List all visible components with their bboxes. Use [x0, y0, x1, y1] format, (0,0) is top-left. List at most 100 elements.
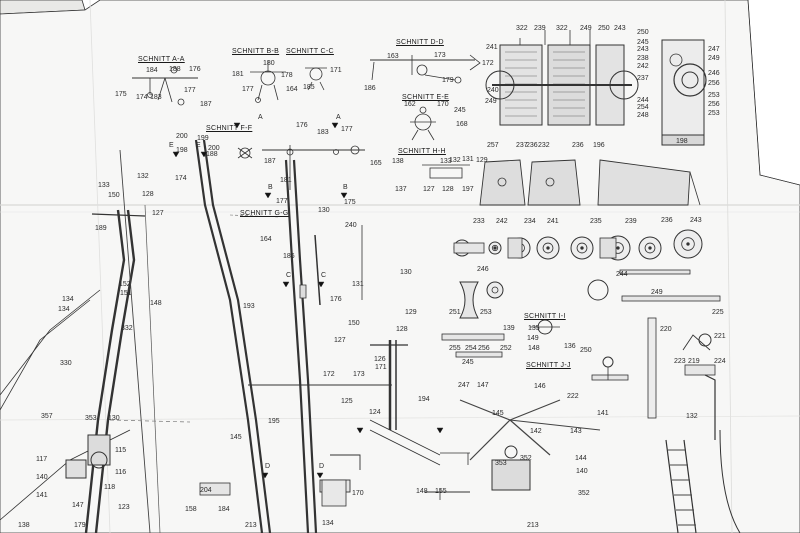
rod — [455, 351, 503, 358]
section-marker-letter: D — [319, 463, 325, 470]
part-number-label: 126 — [374, 356, 386, 363]
drawing-line — [164, 77, 173, 103]
part-number-label: 249 — [580, 25, 592, 32]
part-number-label: 130 — [318, 207, 330, 214]
part-number-label: 253 — [708, 92, 720, 99]
part-number-label: 233 — [473, 218, 485, 225]
mast-mizzen — [284, 159, 310, 533]
part-number-label: 184 — [146, 67, 158, 74]
part-number-label: 171 — [375, 364, 387, 371]
part-number-label: 175 — [115, 91, 127, 98]
section-label-ee: SCHNITT E-E — [402, 94, 450, 101]
part-number-label: 134 — [58, 306, 70, 313]
part-number-label: 174 — [136, 94, 148, 101]
mast-fore — [202, 139, 272, 533]
part-number-label: 219 — [688, 358, 700, 365]
part-number-label: 183 — [317, 129, 329, 136]
part-number-label: 257 — [487, 142, 499, 149]
section-label-gg: SCHNITT G-G — [240, 210, 289, 217]
part-number-label: 197 — [462, 186, 474, 193]
part-number-label: 193 — [243, 303, 255, 310]
part-number-label: 241 — [486, 44, 498, 51]
part-number-label: 247 — [458, 382, 470, 389]
part-number-label: 144 — [575, 455, 587, 462]
part-number-label: 204 — [200, 487, 212, 494]
drawing-line — [237, 147, 253, 159]
spoke — [459, 399, 511, 421]
part-number-label: 222 — [567, 393, 579, 400]
section-label-ii: SCHNITT I-I — [524, 313, 566, 320]
part-number-label: 246 — [477, 266, 489, 273]
part-number-label: 132 — [137, 173, 149, 180]
fitting — [299, 284, 307, 299]
part-number-label: 139 — [503, 325, 515, 332]
part-number-label: 187 — [200, 101, 212, 108]
part-number-label: 236 — [572, 142, 584, 149]
part-number-label: 181 — [280, 177, 292, 184]
part-number-label: 129 — [405, 309, 417, 316]
part-number-label: 186 — [364, 85, 376, 92]
part-number-label: 135 — [528, 325, 540, 332]
mast-fore — [194, 139, 264, 533]
drawing-circle — [644, 242, 656, 254]
drawing-line — [411, 129, 419, 141]
part-number-label: 253 — [708, 110, 720, 117]
drawing-circle — [416, 64, 428, 76]
part-number-label: 194 — [418, 396, 430, 403]
drawing-circle — [546, 246, 550, 250]
block — [65, 459, 87, 479]
crosstree — [91, 213, 146, 217]
part-number-label: 171 — [330, 67, 342, 74]
part-number-label: 177 — [184, 87, 196, 94]
drawing-circle — [648, 246, 652, 250]
part-number-label: 322 — [556, 25, 568, 32]
section-marker-arrow — [200, 151, 208, 158]
part-number-label: 165 — [370, 160, 382, 167]
part-number-label: 236 — [526, 142, 538, 149]
part-number-label: 172 — [482, 60, 494, 67]
section-marker-letter: B — [343, 184, 348, 191]
part-number-label: 146 — [534, 383, 546, 390]
section-marker-arrow — [317, 281, 325, 288]
part-number-label: 239 — [534, 25, 546, 32]
drawing-line — [369, 429, 441, 466]
part-number-label: 134 — [322, 520, 334, 527]
part-number-label: 151 — [120, 290, 132, 297]
part-number-label: 241 — [547, 218, 559, 225]
part-number-label: 150 — [348, 320, 360, 327]
part-number-label: 185 — [303, 84, 315, 91]
section-marker-arrow — [233, 122, 241, 129]
bed-plate — [479, 159, 526, 206]
part-number-label: 127 — [334, 337, 346, 344]
part-number-label: 117 — [36, 456, 48, 463]
part-number-label: 150 — [108, 192, 120, 199]
part-number-label: 178 — [281, 72, 293, 79]
spoke — [509, 419, 551, 456]
part-number-label: 245 — [454, 107, 466, 114]
part-number-label: 183 — [150, 94, 162, 101]
drawing-circle — [350, 145, 360, 155]
drawing-circle — [491, 286, 499, 294]
part-number-label: 130 — [400, 269, 412, 276]
drawing-line — [371, 61, 375, 81]
drawing-circle — [170, 66, 178, 74]
part-number-label: 254 — [637, 104, 649, 111]
section-marker-arrow — [356, 427, 364, 434]
drawing-circle — [491, 244, 499, 252]
drawing-line — [689, 171, 701, 206]
part-number-label: 180 — [263, 60, 275, 67]
part-number-label: 123 — [118, 504, 130, 511]
section-marker-letter: E — [196, 142, 201, 149]
part-number-label: 200 — [176, 133, 188, 140]
drawing-circle — [497, 177, 507, 187]
part-number-label: 253 — [480, 309, 492, 316]
part-number-label: 332 — [121, 325, 133, 332]
part-number-label: 196 — [593, 142, 605, 149]
drawing-circle — [681, 237, 695, 251]
drawing-line — [683, 439, 697, 533]
part-number-label: 129 — [476, 157, 488, 164]
part-number-label: 225 — [712, 309, 724, 316]
drawing-line — [427, 129, 435, 141]
part-number-label: 127 — [152, 210, 164, 217]
drawing-circle — [545, 177, 555, 187]
